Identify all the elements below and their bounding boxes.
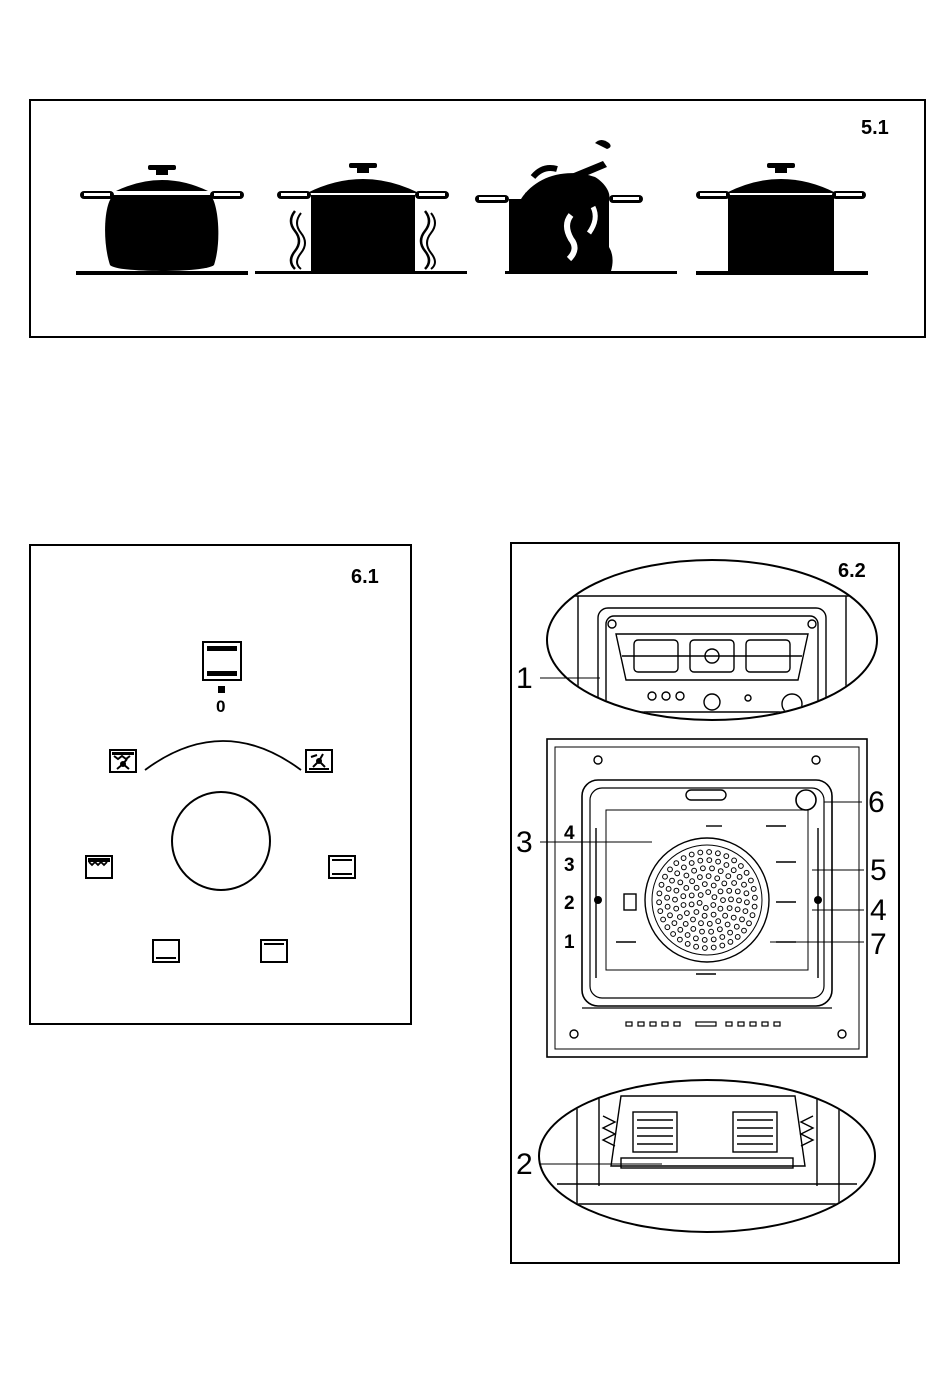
- callout-3: 3: [516, 828, 533, 858]
- callout-1: 1: [516, 664, 533, 694]
- callout-6: 6: [868, 788, 885, 818]
- pot-on-plate-icon: [76, 161, 256, 291]
- figure-5-1-panel: 5.1: [29, 99, 926, 338]
- pot-boiling-over-icon: [475, 137, 685, 287]
- oven-light-icon: [202, 641, 242, 681]
- control-knob-icon: [170, 790, 272, 892]
- dial-zero-label: 0: [216, 698, 225, 715]
- callout-5: 5: [870, 856, 887, 886]
- fan-grill-icon: [109, 749, 137, 773]
- shelf-level-1: 1: [564, 933, 575, 952]
- pot-correct-fit-icon: [696, 161, 876, 291]
- shelf-level-3: 3: [564, 856, 575, 875]
- figure-6-1-label: 6.1: [351, 566, 379, 589]
- callout-2: 2: [516, 1150, 533, 1180]
- top-heat-icon: [260, 939, 288, 963]
- figure-5-1-label: 5.1: [861, 117, 889, 140]
- fan-heating-icon: [305, 749, 333, 773]
- figure-6-1-panel: 6.1 0: [29, 544, 412, 1025]
- top-bottom-heat-icon: [328, 855, 356, 879]
- shelf-level-4: 4: [564, 824, 575, 843]
- pot-heat-waves-icon: [255, 161, 475, 291]
- dial-marker-icon: [217, 685, 227, 695]
- figure-6-2-panel: 6.2: [510, 542, 900, 1264]
- shelf-level-2: 2: [564, 894, 575, 913]
- dial-arc-icon: [143, 726, 303, 776]
- bottom-heat-icon: [152, 939, 180, 963]
- callout-7: 7: [870, 930, 887, 960]
- callout-4: 4: [870, 896, 887, 926]
- bottom-heat-pizza-icon: [85, 855, 113, 879]
